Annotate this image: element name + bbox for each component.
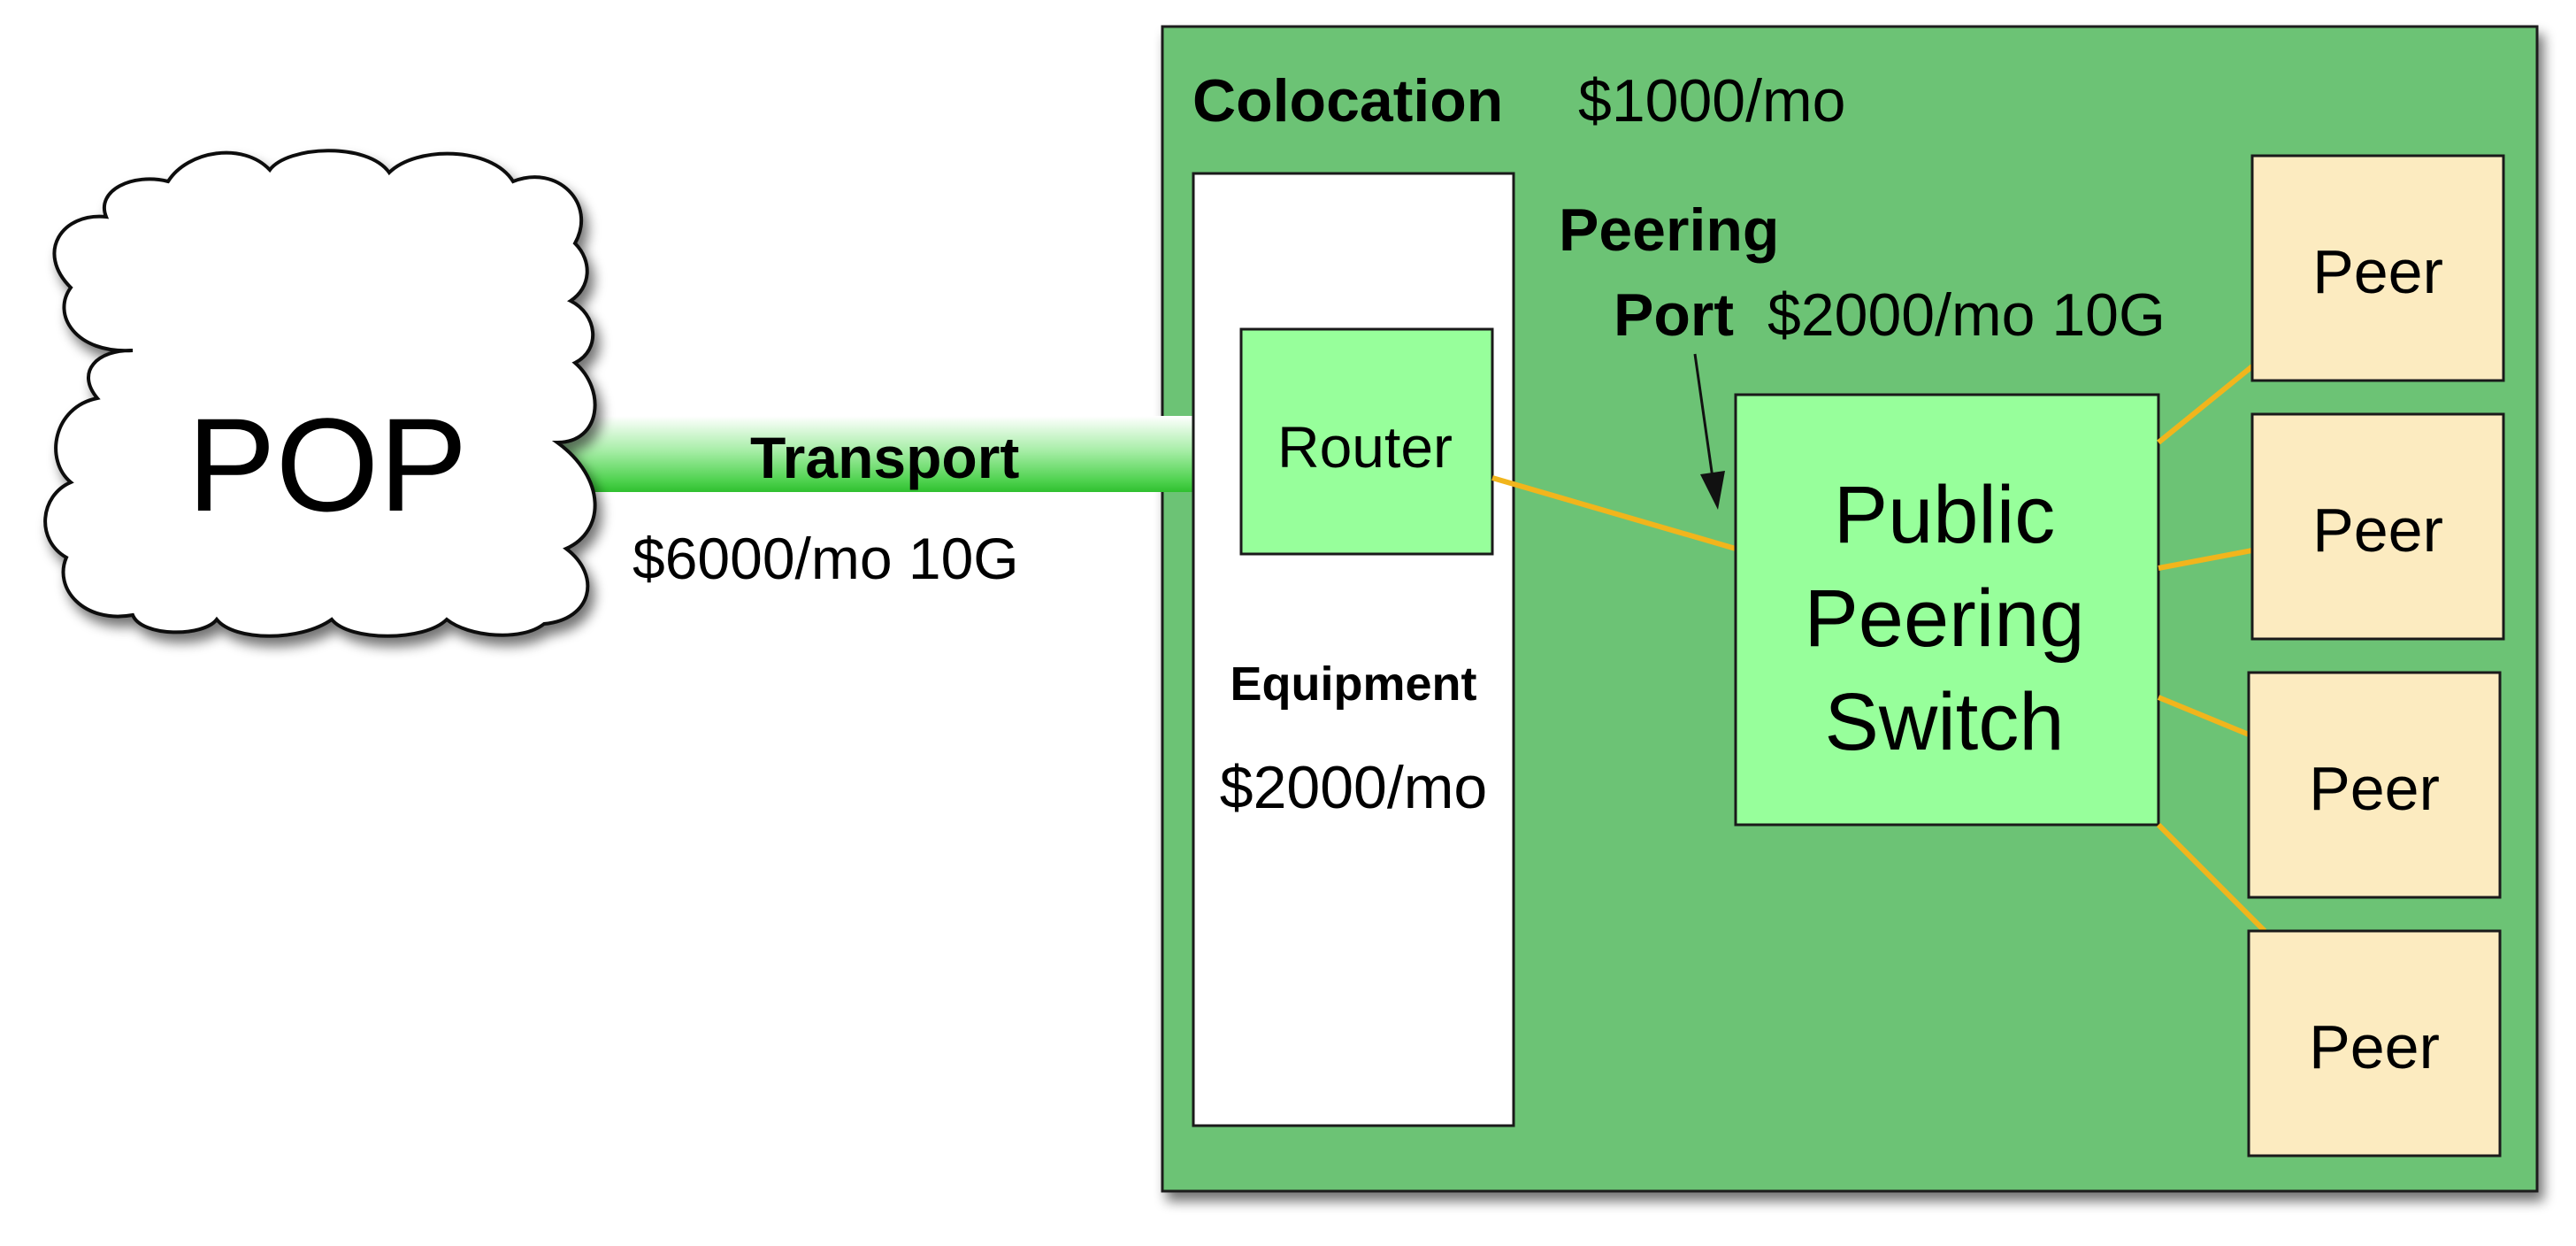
transport-title: Transport	[750, 425, 1020, 490]
switch-peer-3-link	[2157, 695, 2250, 737]
transport-link	[563, 416, 1242, 492]
router-label: Router	[1276, 414, 1453, 480]
peering-port-cost: $2000/mo 10G	[1767, 281, 2166, 349]
colocation-cost: $1000/mo	[1578, 67, 1846, 135]
peer-label-1: Peer	[2312, 237, 2443, 306]
peering-port-title-line1: Peering	[1559, 196, 1780, 264]
peering-port-arrow	[1693, 353, 1714, 479]
switch-peer-2-link	[2158, 548, 2253, 571]
transport-cost: $6000/mo 10G	[632, 526, 1019, 591]
router-box	[1239, 327, 1494, 556]
equipment-cost: $2000/mo	[1219, 754, 1488, 821]
peer-box-3	[2247, 671, 2502, 899]
pop-cloud	[43, 149, 597, 638]
equipment-title: Equipment	[1230, 658, 1477, 711]
peering-port-arrowhead	[1700, 471, 1725, 510]
colocation-title: Colocation	[1192, 67, 1504, 135]
peer-label-4: Peer	[2309, 1012, 2440, 1081]
pop-label: POP	[187, 390, 468, 539]
router-switch-link	[1491, 475, 1736, 551]
switch-peer-4-link	[2156, 822, 2267, 934]
peering-port-title-line2: Port	[1614, 281, 1734, 349]
peer-box-1	[2250, 154, 2505, 382]
peer-label-3: Peer	[2309, 754, 2440, 823]
public-peering-switch-label: Public Peering Switch	[1804, 470, 2085, 767]
peer-box-4	[2247, 929, 2502, 1158]
switch-peer-1-link	[2157, 364, 2254, 445]
equipment-rack	[1192, 172, 1515, 1127]
peer-box-2	[2250, 412, 2505, 641]
peer-label-2: Peer	[2312, 496, 2443, 565]
public-peering-switch-box	[1734, 393, 2160, 827]
